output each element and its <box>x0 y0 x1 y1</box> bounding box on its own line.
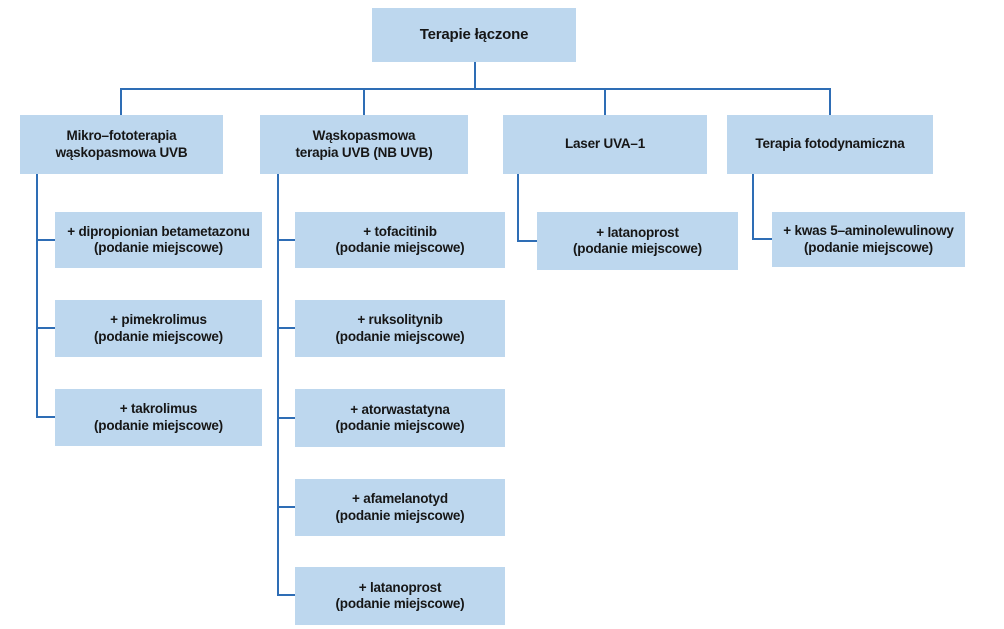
leaf-node-ruksolitynib: + ruksolitynib (podanie miejscowe) <box>295 300 505 357</box>
connector-root-vertical <box>474 62 476 89</box>
connector-main-horizontal <box>120 88 831 90</box>
connector-elbow <box>277 327 295 329</box>
connector-elbow <box>277 594 295 596</box>
leaf-node-dipropionian-betametazonu: + dipropionian betametazonu (podanie mie… <box>55 212 262 268</box>
connector-trunk-branch-2 <box>277 174 279 596</box>
connector-elbow <box>517 240 537 242</box>
leaf-node-tofacitinib: + tofacitinib (podanie miejscowe) <box>295 212 505 268</box>
branch-node-terapia-fotodynamiczna: Terapia fotodynamiczna <box>727 115 933 174</box>
connector-drop-branch-2 <box>363 88 365 115</box>
leaf-node-kwas-5-aminolewulinowy: + kwas 5–aminolewulinowy (podanie miejsc… <box>772 212 965 267</box>
connector-elbow <box>36 416 55 418</box>
leaf-node-latanoprost-laser: + latanoprost (podanie miejscowe) <box>537 212 738 270</box>
branch-node-laser-uva1: Laser UVA–1 <box>503 115 707 174</box>
connector-drop-branch-4 <box>829 88 831 115</box>
connector-trunk-branch-1 <box>36 174 38 418</box>
leaf-node-takrolimus: + takrolimus (podanie miejscowe) <box>55 389 262 446</box>
connector-elbow <box>752 238 772 240</box>
connector-drop-branch-3 <box>604 88 606 115</box>
leaf-node-atorwastatyna: + atorwastatyna (podanie miejscowe) <box>295 389 505 447</box>
connector-elbow <box>36 239 55 241</box>
connector-elbow <box>277 506 295 508</box>
root-node-terapie-laczone: Terapie łączone <box>372 8 576 62</box>
leaf-node-latanoprost-uvb: + latanoprost (podanie miejscowe) <box>295 567 505 625</box>
connector-trunk-branch-4 <box>752 174 754 240</box>
branch-node-waskopasmowa-terapia: Wąskopasmowa terapia UVB (NB UVB) <box>260 115 468 174</box>
leaf-node-afamelanotyd: + afamelanotyd (podanie miejscowe) <box>295 479 505 536</box>
connector-drop-branch-1 <box>120 88 122 115</box>
leaf-node-pimekrolimus: + pimekrolimus (podanie miejscowe) <box>55 300 262 357</box>
connector-elbow <box>277 239 295 241</box>
connector-trunk-branch-3 <box>517 174 519 242</box>
connector-elbow <box>277 417 295 419</box>
branch-node-mikro-fototerapia: Mikro–fototerapia wąskopasmowa UVB <box>20 115 223 174</box>
connector-elbow <box>36 327 55 329</box>
